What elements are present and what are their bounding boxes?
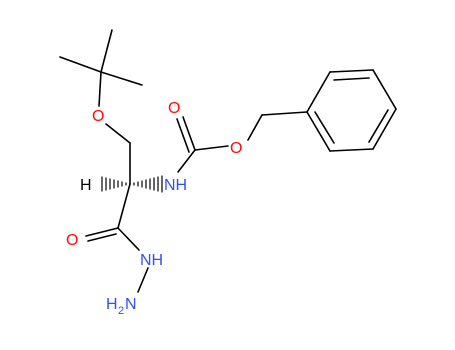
- carbamate-nh-label: NH: [164, 177, 187, 194]
- bond-alpha-hydrazide-c: [117, 183, 131, 229]
- bond-hydrazide-co-2: [87, 233, 117, 242]
- hydrazide-nh-label: NH: [140, 252, 163, 269]
- bond-tbu-right: [100, 71, 143, 86]
- bond-hydrazide-co-1: [85, 227, 119, 237]
- bond-o-benzyl-ch2: [247, 114, 263, 141]
- bond-carbamate-co-2: [176, 118, 190, 153]
- bond-o-ch2: [105, 123, 131, 144]
- bond-tbu-top: [100, 29, 113, 73]
- hydrazide-carbonyl-oxygen-label: O: [66, 232, 78, 249]
- nh2-h-label: H: [106, 296, 118, 313]
- nh2-subscript-label: 2: [118, 305, 124, 317]
- bond-nh-carbamate-c: [177, 149, 196, 173]
- ether-oxygen-label: O: [92, 108, 104, 125]
- benzene-ring: [306, 69, 397, 152]
- bond-ch2-phenyl: [261, 111, 308, 116]
- bond-tbu-left: [59, 56, 102, 73]
- bond-carbamate-co-1: [182, 116, 196, 151]
- hashed-wedge-h: [101, 176, 127, 192]
- bond-carbamate-c-o: [194, 145, 229, 151]
- bond-tbu-to-o: [98, 71, 102, 107]
- hashed-wedge-nh: [133, 175, 163, 193]
- nh2-n-label: N: [125, 296, 137, 313]
- ester-oxygen-label: O: [230, 140, 242, 157]
- carbamate-carbonyl-oxygen-label: O: [168, 100, 180, 117]
- bond-nh-nh2: [137, 267, 149, 293]
- bond-hydrazide-c-nh: [117, 227, 140, 251]
- stereo-h-label: H: [80, 177, 92, 194]
